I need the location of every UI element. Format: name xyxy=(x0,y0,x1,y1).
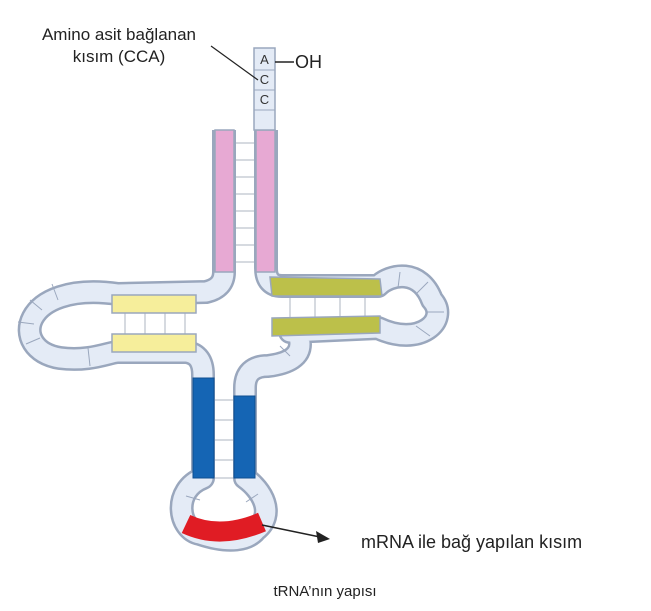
figure-caption: tRNA’nın yapısı xyxy=(273,583,376,600)
acceptor-label-line1: Amino asit bağlanan xyxy=(42,25,196,44)
oh-label: OH xyxy=(295,52,322,72)
anticodon-arrow xyxy=(261,524,330,543)
acceptor-leader-line xyxy=(210,45,259,81)
nucleotide-c1: C xyxy=(260,72,269,87)
anticodon-segment xyxy=(181,512,266,542)
anticodon-label: mRNA ile bağ yapılan kısım xyxy=(361,532,582,552)
acceptor-stem xyxy=(214,129,276,273)
cca-end: A C C xyxy=(253,47,276,131)
anticodon-stem xyxy=(192,377,256,479)
d-stem xyxy=(111,294,197,353)
rna-backbone xyxy=(17,130,450,552)
nucleotide-c2: C xyxy=(260,92,269,107)
nucleotide-ticks xyxy=(17,271,444,503)
acceptor-label-line2: kısım (CCA) xyxy=(73,47,166,66)
t-stem xyxy=(269,276,383,337)
nucleotide-a: A xyxy=(260,52,269,67)
